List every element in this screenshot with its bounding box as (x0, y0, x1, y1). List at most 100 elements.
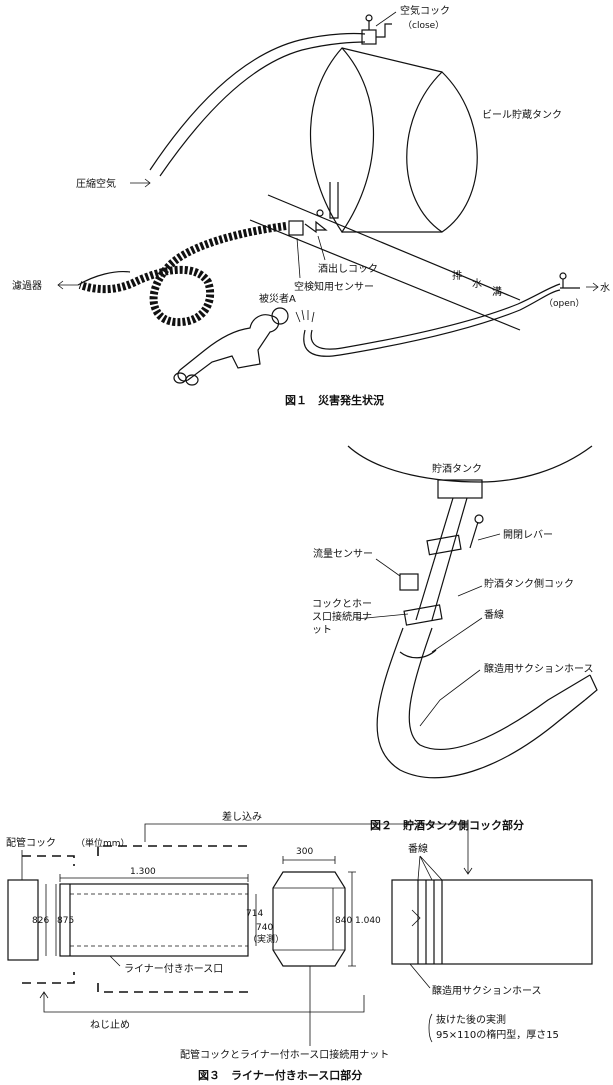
lever-label: 開閉レバー (503, 529, 553, 541)
sensor-leader (296, 237, 301, 279)
fig2-caption: 図２ 貯酒タンク側コック部分 (370, 818, 524, 832)
suction-hose-inner (408, 627, 591, 750)
tank-label: 貯酒タンク (432, 463, 482, 475)
victim-figure (173, 307, 289, 386)
figure-3: 配管コック （単位mm） 差し込み 300 1.300 826 875 714 … (6, 810, 593, 1082)
suction-hose (376, 627, 586, 779)
suction-hose-section (391, 879, 593, 965)
insert-label: 差し込み (222, 810, 262, 823)
dim-875-label: 875 (57, 916, 74, 926)
drain-ditch-upper (267, 194, 521, 301)
hex-nut (272, 871, 346, 967)
nut-label-1: コックとホー (312, 598, 372, 610)
nut-dashed-outline-left (97, 845, 250, 993)
water-arrow (586, 282, 599, 292)
water-label: 水 (600, 282, 610, 294)
lever-collar (426, 534, 462, 556)
liner-hose-port (59, 883, 249, 957)
flow-sensor-label: 流量センサー (313, 547, 373, 560)
note-bracket (428, 1013, 433, 1043)
air-cock-close-label: （close） (403, 20, 444, 31)
fig1-caption: 図１ 災害発生状況 (285, 393, 384, 407)
sensor-box (288, 220, 304, 236)
suction-hose-leader (409, 963, 431, 989)
tank-cock-label: 貯酒タンク側コック (484, 577, 574, 590)
dim-300-label: 300 (296, 847, 313, 857)
suction-hose-label: 醸造用サクションホース (484, 662, 594, 675)
sake-cock-knob (316, 209, 324, 217)
air-cock-label: 空気コック (400, 4, 450, 17)
dim-826-label: 826 (32, 916, 49, 926)
drain-label-3: 溝 (492, 285, 502, 298)
dim-1040-label: 1.040 (355, 916, 381, 926)
nut-leader (355, 613, 409, 620)
cock-pipe-right (431, 497, 468, 621)
drain-label-2: 水 (472, 278, 482, 290)
compressed-air-hose (149, 32, 366, 171)
screw-arrow (39, 991, 365, 1013)
drain-ditch-lower (249, 219, 521, 331)
lever-handle (469, 521, 479, 549)
hose-cut-end (584, 674, 598, 701)
air-cock-arrow (375, 11, 397, 27)
bansen-leader (417, 855, 443, 881)
filter-arrow (57, 280, 78, 290)
flow-sensor-leader (375, 558, 401, 577)
dim-300-line (282, 856, 336, 864)
bansen-leader (431, 617, 483, 653)
insert-arrow (144, 823, 473, 875)
tank-flange (437, 479, 483, 499)
measured-label: （実測） (248, 933, 284, 945)
screw-label: ねじ止め (90, 1019, 130, 1031)
nut-collar (403, 604, 443, 626)
water-hose (303, 289, 561, 357)
fig3-caption: 図３ ライナー付きホース口部分 (198, 1068, 362, 1082)
tank-cock-leader (457, 585, 483, 597)
compressed-air-arrow (130, 178, 151, 188)
sensor-label: 空検知用センサー (294, 280, 374, 293)
air-cock-knob (365, 14, 373, 22)
sake-cock (304, 220, 328, 234)
water-tap-knob (559, 272, 567, 280)
sake-cock-leader (317, 235, 326, 261)
outlet-pipe (329, 182, 339, 219)
suction-hose-leader (419, 669, 481, 727)
note-line-2: 95×110の楕円型，厚さ15 (436, 1028, 559, 1041)
victim-label: 被災者A (259, 292, 296, 305)
dim-740-label: 740 (256, 923, 273, 933)
cock-pipe-left (415, 497, 454, 621)
drain-label-1: 排 (452, 269, 462, 282)
filter-label: 濾過器 (12, 279, 42, 292)
flow-sensor-box (399, 573, 419, 591)
lever-knob (474, 514, 484, 524)
dim-714-label: 714 (246, 909, 263, 919)
water-spray (295, 309, 315, 323)
pipe-cock-label: 配管コック (6, 836, 56, 849)
suction-hose-label: 醸造用サクションホース (432, 984, 542, 997)
compressed-air-label: 圧縮空気 (76, 177, 116, 190)
liner-hose-leader (109, 955, 121, 967)
water-open-label: （open） (544, 298, 584, 309)
sake-cock-label: 酒出しコック (318, 262, 378, 275)
dim-1040-line (348, 871, 356, 967)
nut-label-2: ス口接続用ナ (312, 610, 372, 623)
pipe-cock-body (7, 879, 39, 961)
dim-1300-label: 1.300 (130, 867, 156, 877)
tank-right-outline (406, 71, 478, 233)
suction-hose-coil (78, 222, 287, 327)
bansen-label: 番線 (408, 842, 428, 855)
nut-label-3: ット (312, 625, 332, 636)
figure-1: 空気コック （close） ビール貯蔵タンク 圧縮空気 濾過器 酒出しコック 空… (12, 4, 610, 407)
bansen-twist (411, 909, 421, 927)
note-line-1: 抜けた後の実測 (436, 1013, 506, 1026)
compressed-air-hose-inner (159, 41, 366, 177)
unit-label: （単位mm） (76, 837, 130, 849)
filter-hose (77, 270, 131, 286)
liner-hose-label: ライナー付きホース口 (124, 962, 223, 975)
air-cock-pipe (376, 23, 392, 38)
dim-840-label: 840 (335, 916, 352, 926)
lever-leader (477, 533, 501, 541)
bansen-wire (399, 649, 437, 659)
water-hose-inner (310, 283, 561, 350)
